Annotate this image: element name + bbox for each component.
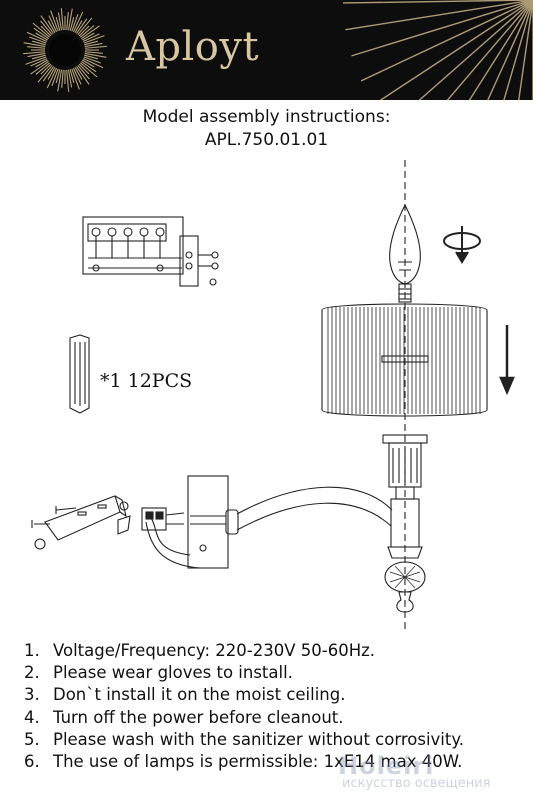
- list-item: 4.Turn off the power before cleanout.: [24, 707, 344, 727]
- crystal-shade: [321, 303, 488, 417]
- instructions-title: Model assembly instructions:: [142, 107, 391, 127]
- notes-list: 1.Voltage/Frequency: 220-230V 50-60Hz. 2…: [24, 640, 464, 773]
- crystal-prism: [69, 334, 90, 414]
- crystal-quantity-label: *1 12PCS: [100, 370, 193, 392]
- wall-backplate: [145, 475, 229, 569]
- wiring-diagram: [82, 216, 219, 287]
- curved-arm: [225, 486, 393, 535]
- mounting-bracket: [31, 495, 131, 550]
- list-item: 3.Don`t install it on the moist ceiling.: [24, 685, 346, 705]
- watermark-subtext: искусство освещения: [342, 776, 491, 791]
- header-banner: Aployt: [0, 0, 533, 100]
- list-item: 2.Please wear gloves to install.: [24, 663, 293, 683]
- watermark: Holeiri искусство освещения: [338, 752, 528, 791]
- candle-bulb: [389, 203, 421, 303]
- list-item: 1.Voltage/Frequency: 220-230V 50-60Hz.: [24, 641, 376, 660]
- list-item: 5.Please wash with the sanitizer without…: [24, 729, 465, 749]
- list-item: 6.The use of lamps is permissible: 1xE14…: [24, 752, 463, 772]
- sunburst-icon: [23, 0, 533, 100]
- lamp-holder: [382, 434, 428, 613]
- model-number: APL.750.01.01: [204, 130, 329, 150]
- assembly-drawing: [31, 160, 515, 630]
- rotate-arrow-icon: [443, 226, 481, 264]
- down-arrow-icon: [499, 325, 515, 396]
- watermark-text: Holeiri: [338, 752, 435, 780]
- brand-logo-text: Aployt: [126, 24, 260, 70]
- terminal-block: [141, 507, 185, 531]
